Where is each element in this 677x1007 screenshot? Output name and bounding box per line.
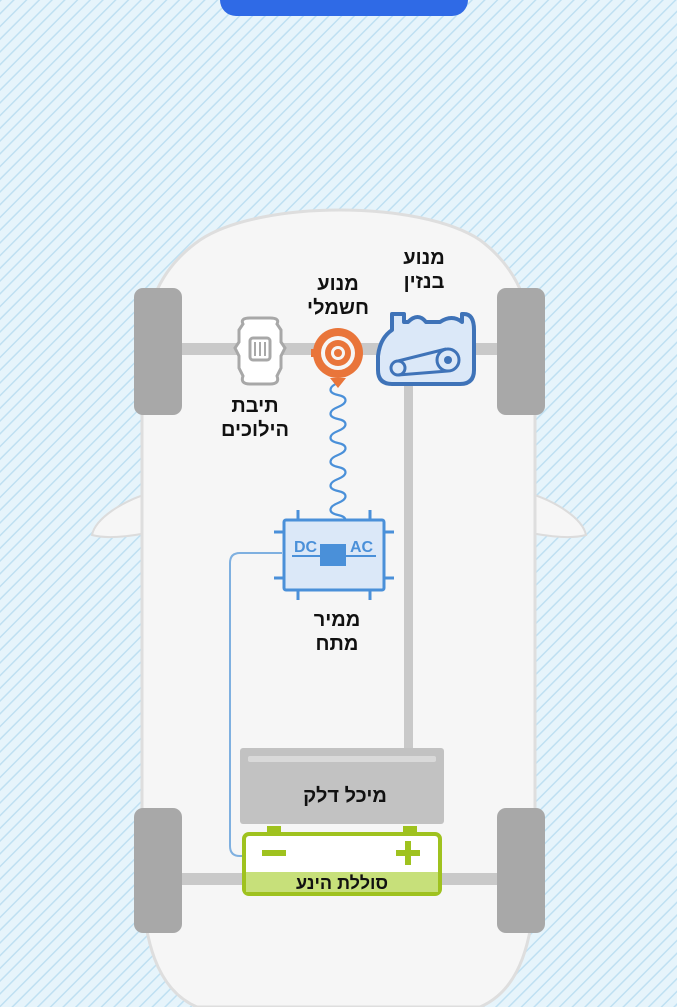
front-right-wheel [497, 288, 545, 415]
gearbox-label: תיבת הילוכים [210, 394, 300, 442]
petrol-engine-label-line2: בנזין [403, 271, 445, 293]
inverter-label-line2: מתח [315, 633, 359, 655]
battery-cable [229, 552, 282, 857]
inverter-label: ממיר מתח [292, 608, 382, 656]
fuel-tank-icon [240, 748, 444, 824]
fuel-line [404, 385, 413, 750]
header-tab [220, 0, 468, 16]
rear-left-wheel [134, 808, 182, 933]
petrol-engine-label: מנוע בנזין [388, 246, 460, 294]
inverter-icon: DC AC [274, 510, 394, 600]
battery-icon [242, 826, 442, 896]
inverter-label-line1: ממיר [313, 609, 361, 631]
inverter-ac-text: AC [350, 539, 374, 556]
gearbox-label-line1: תיבת [231, 395, 279, 417]
petrol-engine-icon [376, 312, 476, 386]
fuel-tank-label: מיכל דלק [303, 785, 387, 807]
spring-cable [329, 381, 347, 541]
rear-right-wheel [497, 808, 545, 933]
inverter-dc-text: DC [294, 539, 318, 556]
electric-motor-label: מנוע חשמלי [298, 272, 378, 320]
electric-motor-label-line2: חשמלי [307, 297, 369, 319]
gearbox-label-line2: הילוכים [220, 419, 290, 441]
gearbox-icon [233, 316, 287, 386]
electric-motor-label-line1: מנוע [317, 273, 359, 295]
petrol-engine-label-line1: מנוע [403, 247, 445, 269]
electric-motor-icon [311, 328, 363, 388]
front-left-wheel [134, 288, 182, 415]
battery-label: סוללת הינע [295, 873, 389, 893]
